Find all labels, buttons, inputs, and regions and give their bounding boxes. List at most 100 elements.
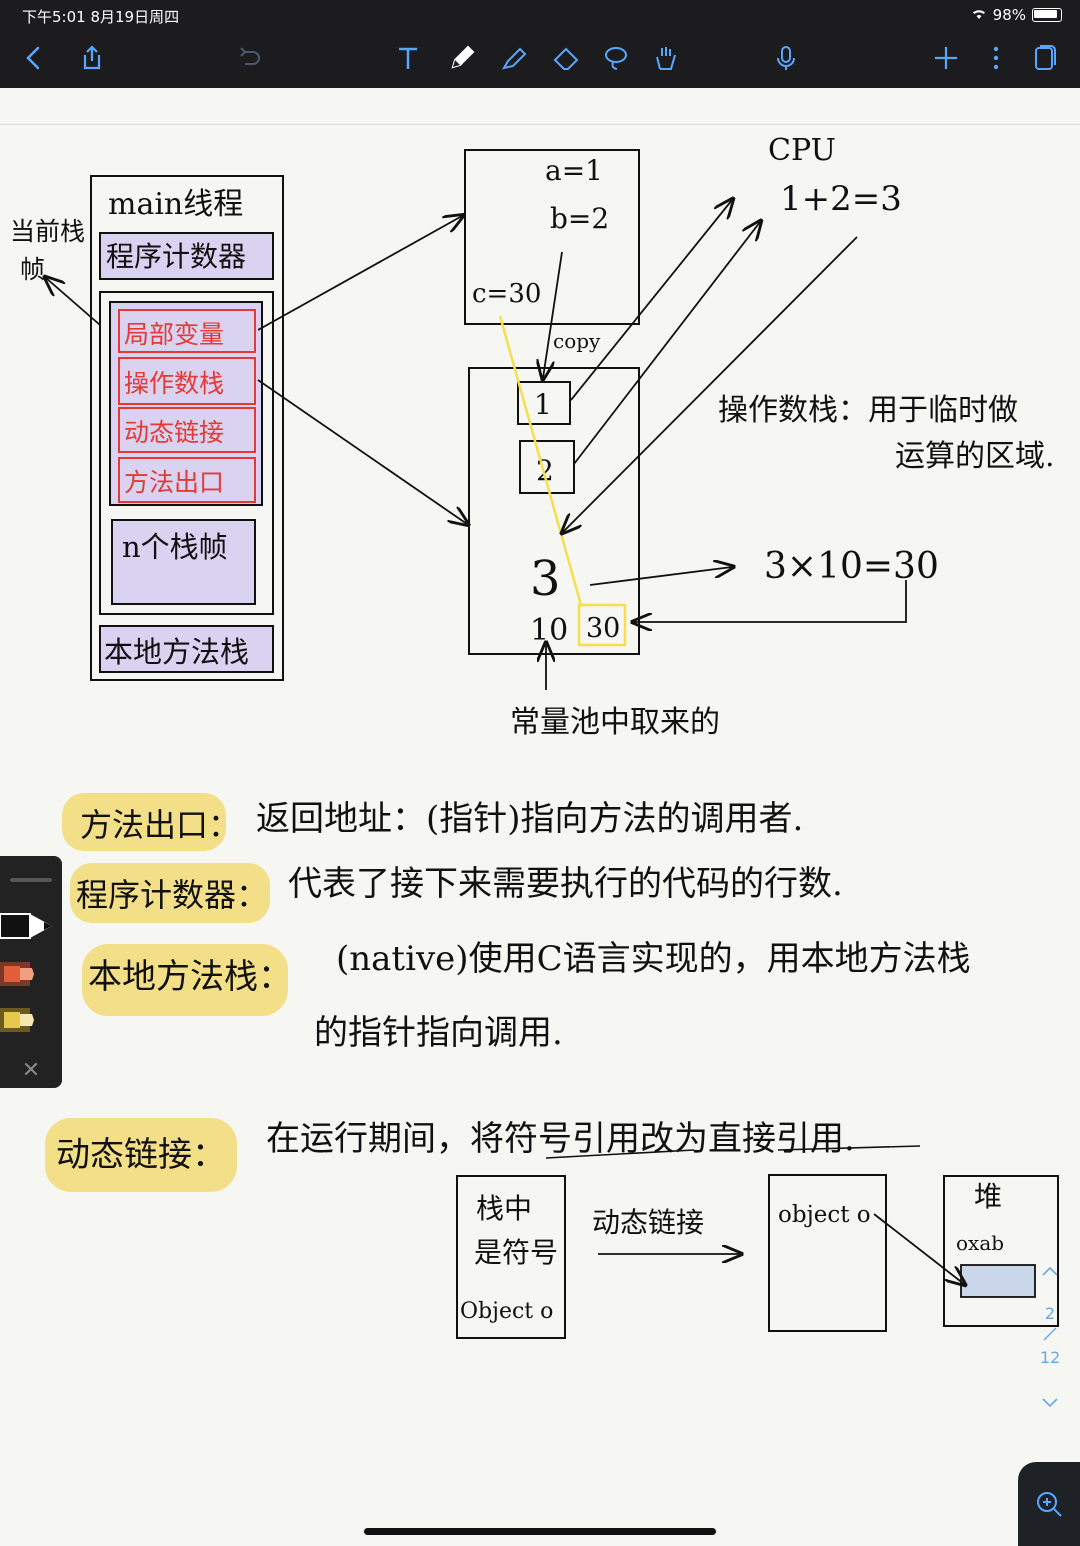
frame-item-box-1 — [118, 357, 256, 405]
native-stack-box — [99, 625, 274, 673]
n-frames-box — [111, 519, 256, 605]
var-c: c=30 — [472, 279, 541, 309]
frame-item-box-0 — [118, 309, 256, 353]
dyn-arrow-label: 动态链接 — [592, 1206, 704, 1239]
copy-label: copy — [553, 329, 601, 353]
n-frames-label: n个栈帧 — [122, 530, 228, 564]
highlight-native — [82, 944, 288, 1016]
lasso-tool-icon[interactable] — [598, 40, 634, 76]
page-top-rule — [0, 124, 1080, 125]
share-icon[interactable] — [74, 40, 110, 76]
copy-arrow — [543, 251, 563, 378]
mul-equation: 3×10=30 — [764, 546, 939, 587]
frame-item-local-vars: 局部变量 — [124, 320, 224, 349]
status-time: 下午5:01 8月19日周四 — [22, 8, 180, 26]
text-tool-icon[interactable] — [390, 40, 426, 76]
frame-item-method-exit: 方法出口 — [124, 468, 224, 497]
opstack-desc-1: 操作数栈：用于临时做 — [718, 393, 1018, 428]
more-icon[interactable] — [978, 40, 1014, 76]
highlight-dyn — [45, 1118, 237, 1192]
def-dyn-val: 在运行期间，将符号引用改为直接引用. — [266, 1119, 855, 1159]
stack-slot-2-value: 2 — [536, 454, 554, 487]
home-indicator[interactable] — [364, 1528, 716, 1535]
page-divider-icon — [1040, 1326, 1060, 1345]
underline-symbol-ref — [545, 1149, 695, 1159]
stack-result: 3 — [530, 551, 561, 607]
page-total: 12 — [1040, 1348, 1061, 1367]
highlight-exit — [62, 793, 226, 851]
def-exit-key: 方法出口： — [80, 806, 240, 844]
page-up-icon[interactable] — [1040, 1262, 1060, 1281]
pen-tool-icon[interactable] — [444, 40, 480, 76]
native-stack-label: 本地方法栈 — [104, 635, 249, 669]
battery-icon — [1032, 8, 1062, 22]
zoom-button[interactable] — [1018, 1462, 1080, 1546]
operand-stack-arrow — [257, 379, 467, 524]
def-exit-val: 返回地址：(指针)指向方法的调用者. — [256, 799, 803, 839]
highlighter-tool-icon[interactable] — [496, 40, 532, 76]
mic-icon[interactable] — [768, 40, 804, 76]
object-box-label: object o — [778, 1202, 871, 1228]
def-pc-key: 程序计数器： — [76, 876, 268, 914]
heap-box — [943, 1175, 1059, 1327]
symbol-box-line-1: 栈中 — [476, 1192, 532, 1225]
stack-slot-1-value: 1 — [534, 388, 552, 421]
undo-icon[interactable] — [232, 40, 268, 76]
const-pool-label: 常量池中取来的 — [510, 705, 720, 740]
frame-item-operand-stack: 操作数栈 — [124, 369, 224, 398]
opstack-desc-2: 运算的区域. — [895, 439, 1055, 474]
page-down-icon[interactable] — [1040, 1394, 1060, 1413]
yellow-store-line — [498, 315, 583, 606]
pen-dock: ✕ — [0, 856, 62, 1088]
symbol-box-object: Object o — [460, 1299, 553, 1324]
page-current: 2 — [1044, 1304, 1056, 1323]
frame-item-box-3 — [118, 457, 256, 503]
result-30-box — [577, 603, 627, 647]
symbol-box-line-2: 是符号 — [474, 1236, 558, 1269]
wifi-icon — [971, 6, 987, 24]
frames-box — [99, 291, 274, 615]
mul-arrow — [589, 567, 732, 586]
highlight-pc — [70, 863, 270, 923]
pen-black[interactable] — [0, 912, 58, 940]
marker-yellow[interactable] — [0, 1006, 58, 1034]
thread-stack-box — [90, 175, 284, 681]
note-canvas[interactable]: main线程 程序计数器 局部变量 操作数栈 动态链接 方法出口 n个栈帧 本地… — [0, 88, 1080, 1528]
eraser-tool-icon[interactable] — [548, 40, 584, 76]
frame-item-box-2 — [118, 407, 256, 453]
status-bar: 下午5:01 8月19日周四 98% — [0, 0, 1080, 30]
result-30: 30 — [586, 613, 620, 644]
dock-handle[interactable] — [10, 878, 52, 882]
frame-pointer-arrow — [46, 278, 101, 326]
hand-tool-icon[interactable] — [648, 40, 684, 76]
zoom-in-icon — [1037, 1492, 1062, 1517]
status-battery: 98% — [971, 6, 1062, 24]
def-native-key: 本地方法栈： — [88, 957, 292, 997]
pc-box — [99, 232, 274, 280]
def-dyn-key: 动态链接： — [56, 1135, 226, 1175]
marker-orange[interactable] — [0, 960, 58, 988]
heap-object-block — [960, 1264, 1036, 1298]
frame-label-1: 当前栈 — [10, 217, 85, 246]
back-icon[interactable] — [16, 40, 52, 76]
var-b: b=2 — [550, 202, 609, 235]
def-pc-val: 代表了接下来需要执行的代码的行数. — [288, 864, 843, 904]
def-native-val-2: 的指针指向调用. — [314, 1013, 563, 1053]
cpu-arrow-1 — [570, 200, 732, 401]
frame-label-2: 帧 — [20, 255, 45, 284]
underline-direct-ref — [777, 1145, 921, 1151]
frame-item-dynamic-link: 动态链接 — [124, 418, 224, 447]
def-native-val-1: (native)使用C语言实现的，用本地方法栈 — [336, 939, 971, 979]
pc-label: 程序计数器 — [106, 240, 246, 273]
dock-close-icon[interactable]: ✕ — [21, 1057, 41, 1083]
pages-icon[interactable] — [1026, 40, 1062, 76]
battery-percent: 98% — [992, 6, 1026, 24]
var-a: a=1 — [545, 154, 603, 187]
thread-title: main线程 — [108, 187, 243, 222]
heap-label: 堆 — [974, 1180, 1002, 1213]
stack-slot-2 — [519, 440, 575, 494]
object-box — [768, 1174, 887, 1332]
symbol-box — [456, 1175, 566, 1339]
mul-return-arrow — [634, 580, 907, 622]
add-icon[interactable] — [928, 40, 964, 76]
